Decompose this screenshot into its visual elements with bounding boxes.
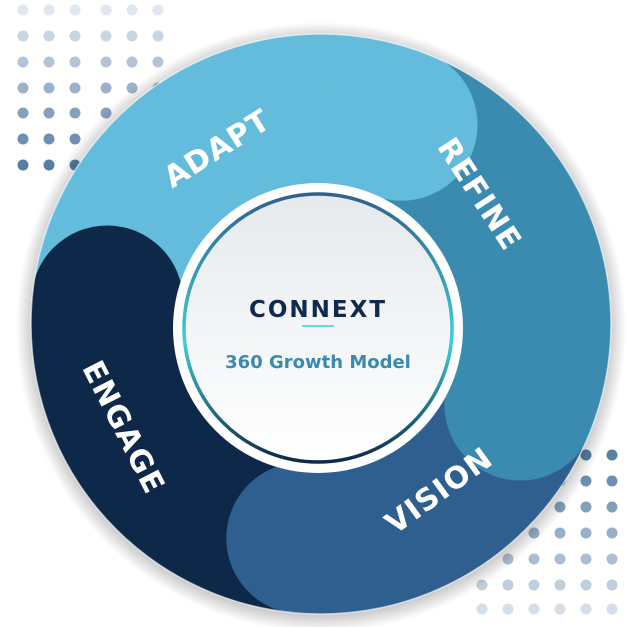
dot — [152, 30, 164, 42]
segment-engage-cap — [31, 225, 184, 378]
dot — [554, 527, 566, 539]
dot — [606, 553, 618, 565]
dot — [606, 501, 618, 513]
dot — [43, 4, 55, 16]
dot — [17, 56, 29, 68]
dot — [580, 553, 592, 565]
dot — [580, 527, 592, 539]
outer-border — [30, 33, 612, 615]
dot — [69, 133, 81, 145]
dot — [126, 4, 138, 16]
segment-refine-cap — [444, 328, 597, 481]
dot — [100, 82, 112, 94]
dot — [43, 159, 55, 171]
dot — [126, 56, 138, 68]
center-title: CONNEXT — [249, 297, 387, 323]
dot — [126, 30, 138, 42]
dot — [100, 4, 112, 16]
dot — [580, 603, 592, 615]
dot — [606, 579, 618, 591]
center-subtitle: 360 Growth Model — [225, 352, 411, 373]
dot — [100, 56, 112, 68]
dot — [606, 449, 618, 461]
dot — [606, 475, 618, 487]
dot — [69, 82, 81, 94]
dot — [152, 4, 164, 16]
dot — [69, 107, 81, 119]
dot — [580, 501, 592, 513]
dot — [580, 579, 592, 591]
center-badge: CONNEXT 360 Growth Model — [173, 183, 463, 473]
dot — [152, 56, 164, 68]
dot — [502, 579, 514, 591]
dot — [528, 603, 540, 615]
dot — [43, 133, 55, 145]
dot — [554, 603, 566, 615]
dot — [17, 30, 29, 42]
dot — [502, 603, 514, 615]
dot — [43, 30, 55, 42]
segment-vision-cap — [226, 462, 379, 614]
dot — [554, 553, 566, 565]
dot — [100, 30, 112, 42]
dot — [528, 579, 540, 591]
dot — [17, 107, 29, 119]
dot — [476, 603, 488, 615]
dot — [528, 553, 540, 565]
center-gradient-ring — [182, 192, 454, 464]
dot — [43, 82, 55, 94]
dot — [69, 56, 81, 68]
segment-adapt-cap — [325, 48, 478, 201]
dot — [17, 82, 29, 94]
dot — [69, 30, 81, 42]
dot — [43, 56, 55, 68]
dot — [43, 107, 55, 119]
dot — [606, 603, 618, 615]
dot — [69, 4, 81, 16]
dot — [17, 159, 29, 171]
dot — [606, 527, 618, 539]
dot — [554, 579, 566, 591]
dot — [17, 4, 29, 16]
dot — [17, 133, 29, 145]
